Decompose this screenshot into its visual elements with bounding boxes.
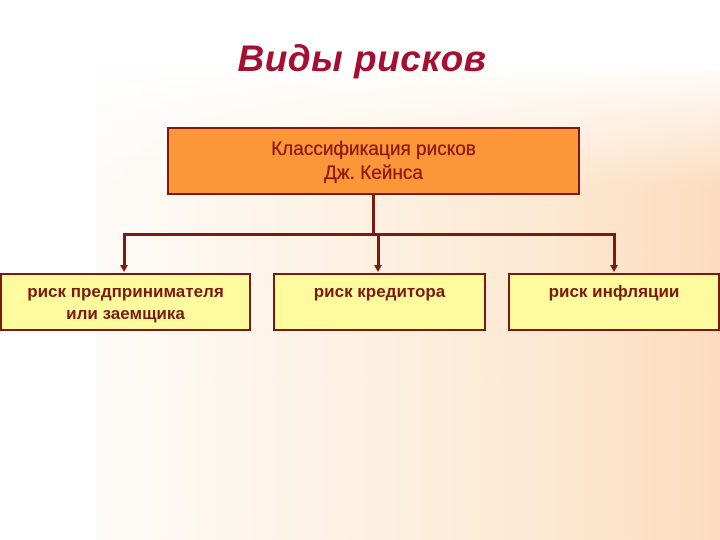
arrow-head-1-icon [120, 265, 128, 272]
connector-horizontal-bar [123, 233, 616, 236]
arrow-head-2-icon [374, 265, 382, 272]
slide-title-text: Виды рисков [237, 38, 487, 79]
arrow-head-3-icon [610, 265, 618, 272]
connector-stem [372, 195, 375, 235]
child-node-3-line1: риск инфляции [548, 282, 680, 301]
child-node-inflation-risk: риск инфляции [508, 273, 720, 331]
child-node-entrepreneur-risk: риск предпринимателя или заемщика [0, 273, 251, 331]
root-node-line1: Классификация рисков [271, 139, 476, 160]
connector-drop-1 [123, 233, 126, 266]
child-node-2-line1: риск кредитора [313, 282, 446, 301]
root-node-keynes-classification: Классификация рисков Дж. Кейнса [167, 127, 580, 195]
root-node-line2: Дж. Кейнса [324, 163, 423, 184]
connector-drop-3 [613, 233, 616, 266]
child-node-1-line2: или заемщика [66, 304, 185, 323]
child-node-1-line1: риск предпринимателя [27, 282, 224, 301]
connector-drop-2 [377, 233, 380, 266]
child-node-creditor-risk: риск кредитора [273, 273, 486, 331]
slide-title: Виды рисков [0, 38, 720, 80]
